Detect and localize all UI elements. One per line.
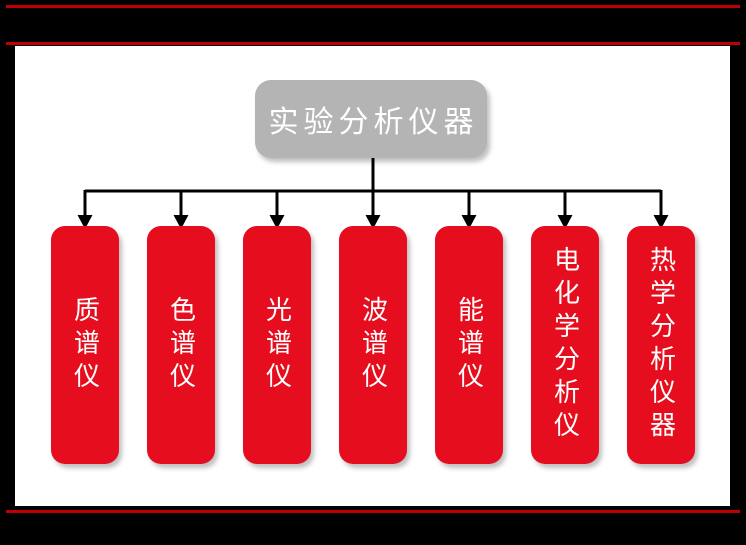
node-label: 光谱仪 [262,295,292,395]
frame-line-top-outer [6,5,740,8]
node-label: 热学分析仪器 [646,246,676,444]
root-node-label: 实验分析仪器 [268,106,479,139]
node-label: 电化学分析仪 [550,246,580,444]
root-node[interactable]: 实验分析仪器 [255,80,487,158]
node-optical-spectrometer[interactable]: 光谱仪 [243,226,311,464]
frame-line-top-inner [6,42,740,45]
node-label: 色谱仪 [166,295,196,395]
node-label: 能谱仪 [454,295,484,395]
node-electrochemical-analyzer[interactable]: 电化学分析仪 [531,226,599,464]
node-wave-spectrometer[interactable]: 波谱仪 [339,226,407,464]
node-label: 质谱仪 [70,295,100,395]
node-mass-spectrometer[interactable]: 质谱仪 [51,226,119,464]
frame-line-bottom [6,510,740,513]
node-thermal-analysis-instrument[interactable]: 热学分析仪器 [627,226,695,464]
node-label: 波谱仪 [358,295,388,395]
node-energy-spectrometer[interactable]: 能谱仪 [435,226,503,464]
node-chromatograph[interactable]: 色谱仪 [147,226,215,464]
